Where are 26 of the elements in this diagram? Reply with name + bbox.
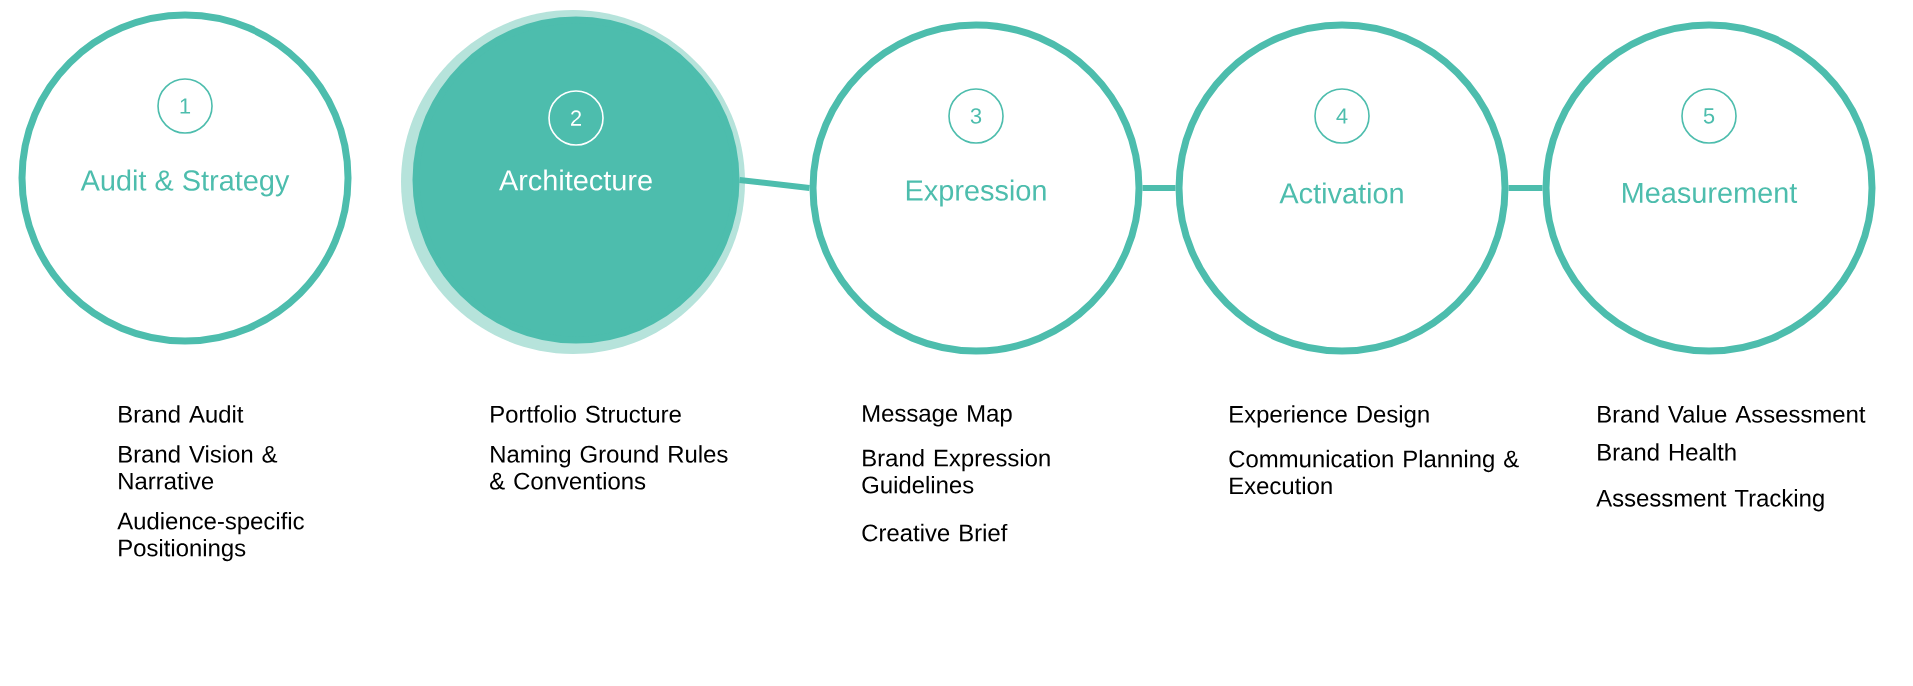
list-item: Brand Audit: [119, 405, 244, 423]
list-item: Brand Value Assessment: [1598, 405, 1866, 423]
list-item: Brand Expression Guidelines: [862, 449, 1050, 494]
list-item: Experience Design: [1230, 405, 1429, 428]
list-item: Portfolio Structure: [491, 405, 681, 423]
connector-line: [1508, 185, 1543, 191]
list-item: Creative Brief: [862, 523, 1008, 542]
step-circle: [18, 11, 352, 345]
list-item: Assessment Tracking: [1596, 489, 1824, 512]
step-title: Activation: [1279, 182, 1403, 204]
step-circle: [1542, 21, 1876, 355]
filled-circle: [401, 10, 745, 354]
connector-line: [739, 177, 810, 191]
list-item: Brand Health: [1598, 443, 1736, 461]
list-item: Naming Ground Rules & Conventions: [490, 445, 728, 490]
list-item: Audience-specific Positionings: [117, 512, 304, 562]
step-title: Audit & Strategy: [80, 169, 290, 197]
step-circle: [809, 21, 1143, 355]
step-title: Measurement: [1623, 182, 1798, 204]
connector-line: [1142, 185, 1176, 191]
step-title: Expression: [906, 179, 1046, 207]
step-circle: [1175, 21, 1509, 355]
list-item: Communication Planning & Execution: [1229, 449, 1519, 495]
list-item: Brand Vision & Narrative: [119, 445, 278, 490]
list-item: Message Map: [863, 405, 1012, 427]
step-title: Architecture: [499, 169, 652, 191]
